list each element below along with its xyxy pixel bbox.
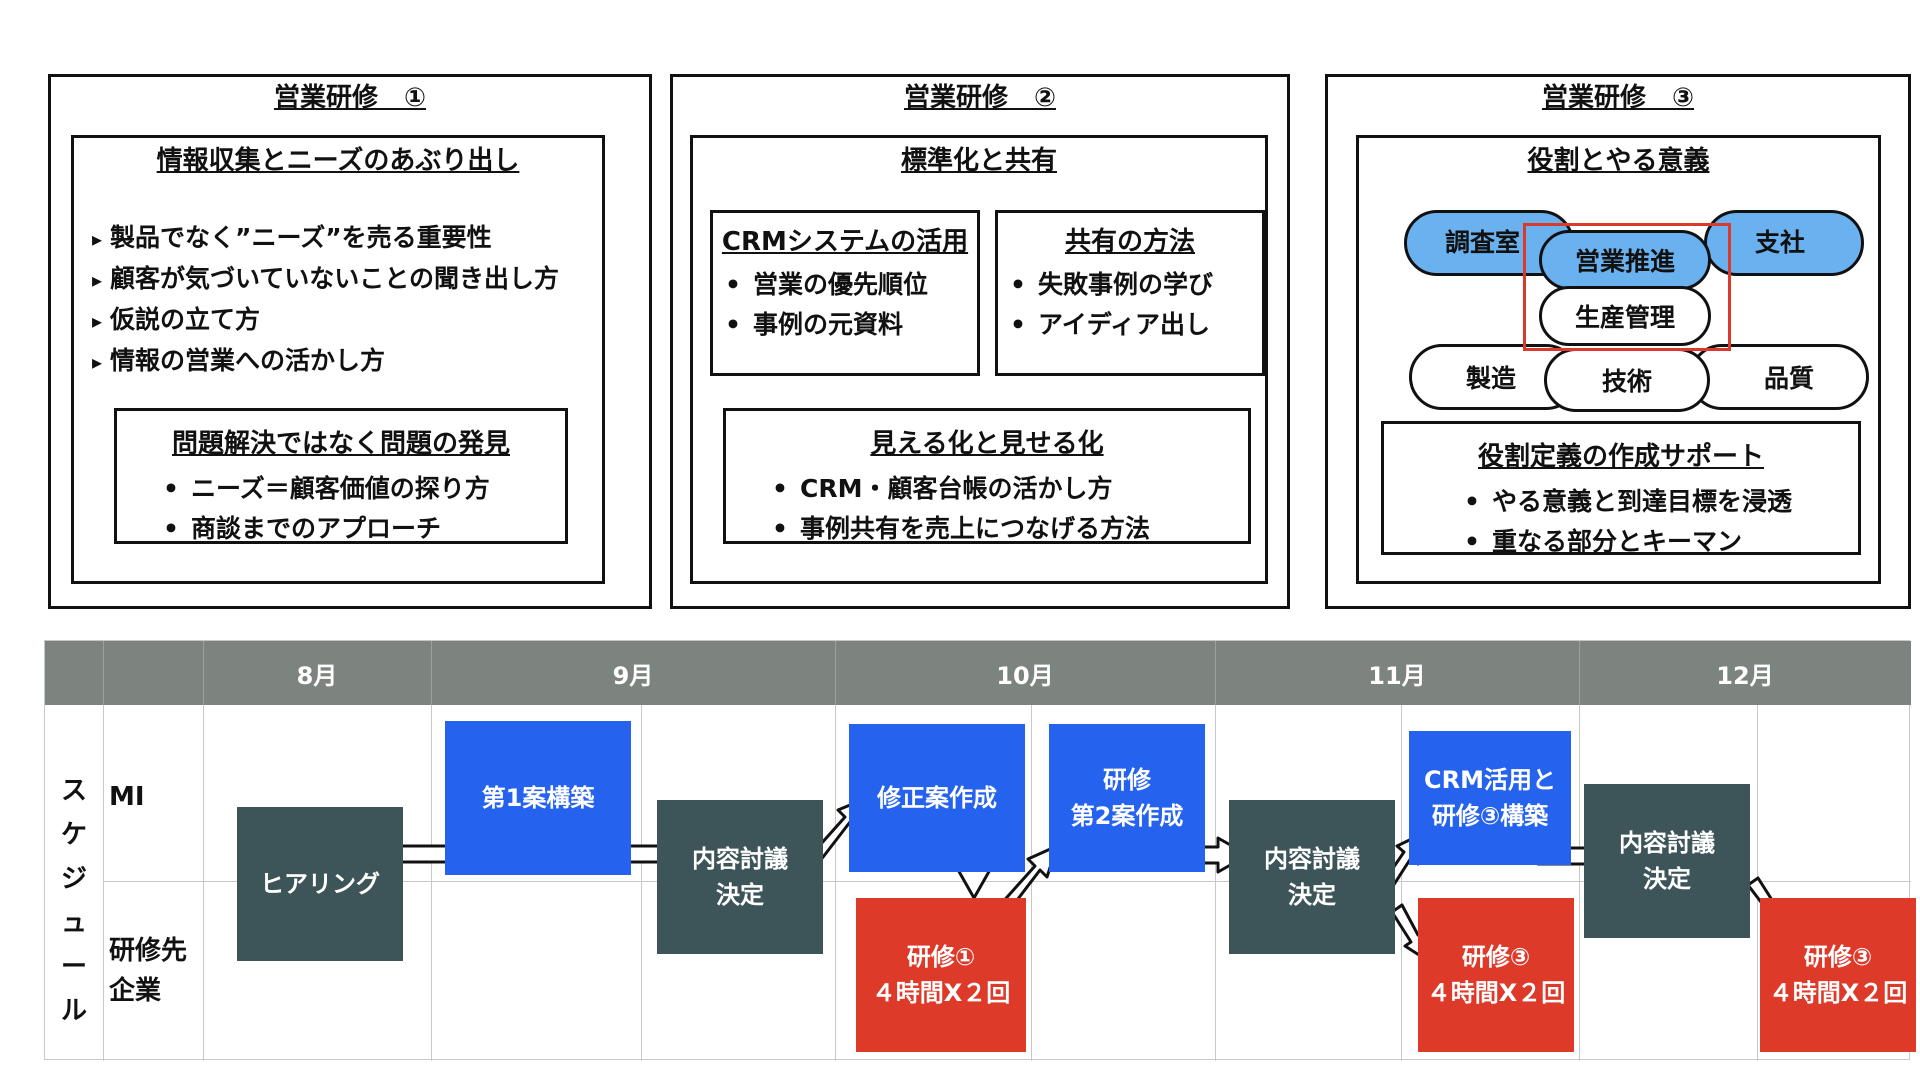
share-box: 共有の方法 失敗事例の学び アイディア出し: [995, 210, 1265, 376]
panel-3-inner: 役割とやる意義 調査室 支社 営業推進 製造 品質 技術 生産管理 役割定義の作…: [1356, 135, 1881, 584]
header-corner: [45, 641, 203, 705]
panel-2-sub-list: CRM・顧客台帳の活かし方 事例共有を売上につなげる方法: [772, 469, 1150, 549]
panel-3-sub-title: 役割定義の作成サポート: [1477, 442, 1764, 472]
panel-2-title: 営業研修 ②: [903, 83, 1056, 113]
header-divider: [1215, 641, 1216, 705]
list-item: CRM・顧客台帳の活かし方: [772, 469, 1150, 509]
task-crm: CRM活用と研修③構築: [1409, 731, 1571, 865]
panel-1-sub-title: 問題解決ではなく問題の発見: [171, 429, 510, 459]
panel-2-sub-box: 見える化と見せる化 CRM・顧客台帳の活かし方 事例共有を売上につなげる方法: [723, 408, 1251, 544]
month-header-9: 9月: [431, 641, 835, 705]
training-panel-1: 営業研修 ① 情報収集とニーズのあぶり出し 製品でなく”ニーズ”を売る重要性 顧…: [48, 74, 652, 609]
grid-line: [1215, 705, 1216, 1061]
crm-box-title: CRMシステムの活用: [721, 227, 969, 257]
task-review-1: 内容討議決定: [657, 800, 823, 954]
grid-line: [103, 705, 104, 1061]
header-divider: [1579, 641, 1580, 705]
task-review-2: 内容討議決定: [1229, 800, 1395, 954]
panel-2-inner-title: 標準化と共有: [900, 146, 1057, 176]
panel-1-sub-box: 問題解決ではなく問題の発見 ニーズ＝顧客価値の探り方 商談までのアプローチ: [114, 408, 568, 544]
schedule-side-label: ス ケ ジ ュ ー ル: [60, 776, 87, 1026]
training-panel-3: 営業研修 ③ 役割とやる意義 調査室 支社 営業推進 製造 品質 技術 生産管理…: [1325, 74, 1911, 609]
share-box-title: 共有の方法: [1064, 227, 1195, 257]
list-item: やる意義と到達目標を浸透: [1464, 482, 1792, 522]
panel-3-sub-box: 役割定義の作成サポート やる意義と到達目標を浸透 重なる部分とキーマン: [1381, 421, 1861, 556]
role-eigyo-suishin: 営業推進: [1539, 230, 1711, 290]
list-item: 情報の営業への活かし方: [92, 341, 559, 382]
share-box-list: 失敗事例の学び アイディア出し: [1010, 265, 1213, 345]
list-item: アイディア出し: [1010, 305, 1213, 345]
grid-line: [103, 881, 1911, 882]
panel-2-sub-title: 見える化と見せる化: [870, 429, 1104, 459]
month-header-12: 12月: [1579, 641, 1911, 705]
grid-line: [203, 705, 204, 1061]
task-revise: 修正案作成: [849, 724, 1025, 872]
grid-line: [1401, 705, 1402, 1061]
month-header-11: 11月: [1215, 641, 1579, 705]
schedule-table: 8月 9月 10月 11月 12月 ス ケ ジ ュ ー ル MI 研修先 企業: [44, 640, 1911, 1061]
task-plan2: 研修第2案作成: [1049, 724, 1205, 872]
panel-3-inner-title: 役割とやる意義: [1527, 146, 1710, 176]
role-hinshitsu: 品質: [1689, 344, 1869, 410]
panel-1-inner-title: 情報収集とニーズのあぶり出し: [156, 146, 520, 176]
training-panel-2: 営業研修 ② 標準化と共有 CRMシステムの活用 営業の優先順位 事例の元資料 …: [670, 74, 1290, 609]
list-item: 顧客が気づいていないことの聞き出し方: [92, 259, 559, 300]
panel-3-title: 営業研修 ③: [1541, 83, 1694, 113]
role-gijutsu: 技術: [1544, 348, 1710, 412]
highlight-frame: [1523, 223, 1731, 351]
list-item: 重なる部分とキーマン: [1464, 522, 1792, 562]
role-seisan-kanri: 生産管理: [1539, 286, 1711, 346]
panel-1-sub-list: ニーズ＝顧客価値の探り方 商談までのアプローチ: [163, 469, 490, 549]
task-plan1: 第1案構築: [445, 721, 631, 875]
panel-2-inner: 標準化と共有 CRMシステムの活用 営業の優先順位 事例の元資料 共有の方法 失…: [690, 135, 1268, 584]
list-item: 失敗事例の学び: [1010, 265, 1213, 305]
crm-box: CRMシステムの活用 営業の優先順位 事例の元資料: [710, 210, 980, 376]
list-item: 商談までのアプローチ: [163, 509, 490, 549]
task-review-3: 内容討議決定: [1584, 784, 1750, 938]
panel-3-sub-list: やる意義と到達目標を浸透 重なる部分とキーマン: [1464, 482, 1792, 562]
header-divider: [431, 641, 432, 705]
header-divider: [103, 641, 104, 705]
grid-line: [431, 705, 432, 1061]
list-item: 事例共有を売上につなげる方法: [772, 509, 1150, 549]
row-label-client: 研修先 企業: [109, 936, 188, 1006]
panel-1-list: 製品でなく”ニーズ”を売る重要性 顧客が気づいていないことの聞き出し方 仮説の立…: [92, 218, 559, 382]
task-hearing: ヒアリング: [237, 807, 403, 961]
list-item: 仮説の立て方: [92, 300, 559, 341]
grid-line: [641, 705, 642, 1061]
list-item: ニーズ＝顧客価値の探り方: [163, 469, 490, 509]
month-header-8: 8月: [203, 641, 431, 705]
panel-1-inner: 情報収集とニーズのあぶり出し 製品でなく”ニーズ”を売る重要性 顧客が気づいてい…: [71, 135, 605, 584]
list-item: 営業の優先順位: [725, 265, 928, 305]
month-header-10: 10月: [835, 641, 1215, 705]
panel-1-title: 営業研修 ①: [273, 83, 426, 113]
header-divider: [203, 641, 204, 705]
grid-line: [835, 705, 836, 1061]
list-item: 製品でなく”ニーズ”を売る重要性: [92, 218, 559, 259]
grid-line: [1579, 705, 1580, 1061]
row-label-mi: MI: [109, 782, 145, 812]
header-divider: [835, 641, 836, 705]
crm-box-list: 営業の優先順位 事例の元資料: [725, 265, 928, 345]
list-item: 事例の元資料: [725, 305, 928, 345]
